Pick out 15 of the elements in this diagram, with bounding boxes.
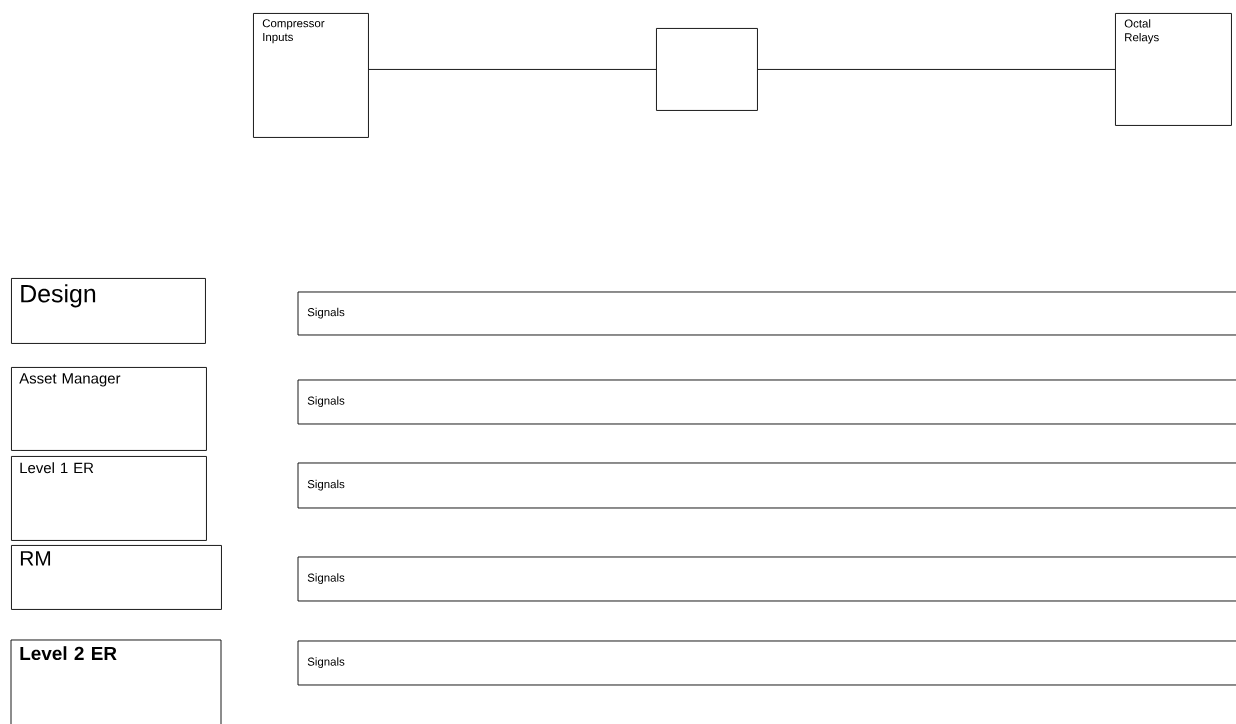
signal-bar: Signals bbox=[297, 556, 1236, 602]
connector-line bbox=[757, 69, 1116, 70]
role-box: Asset Manager bbox=[11, 367, 207, 451]
process-box bbox=[656, 28, 758, 111]
signal-bar: Signals bbox=[297, 379, 1236, 425]
process-box: Compressor Inputs bbox=[253, 13, 369, 138]
role-box: RM bbox=[11, 545, 222, 610]
connector-line bbox=[368, 69, 657, 70]
role-box: Level 1 ER bbox=[11, 456, 207, 541]
signal-bar: Signals bbox=[297, 291, 1236, 336]
process-box: Octal Relays bbox=[1115, 13, 1232, 126]
signal-bar: Signals bbox=[297, 640, 1236, 686]
role-box: Design bbox=[11, 278, 206, 344]
role-box: Level 2 ER bbox=[10, 639, 222, 724]
signal-bar: Signals bbox=[297, 462, 1236, 509]
